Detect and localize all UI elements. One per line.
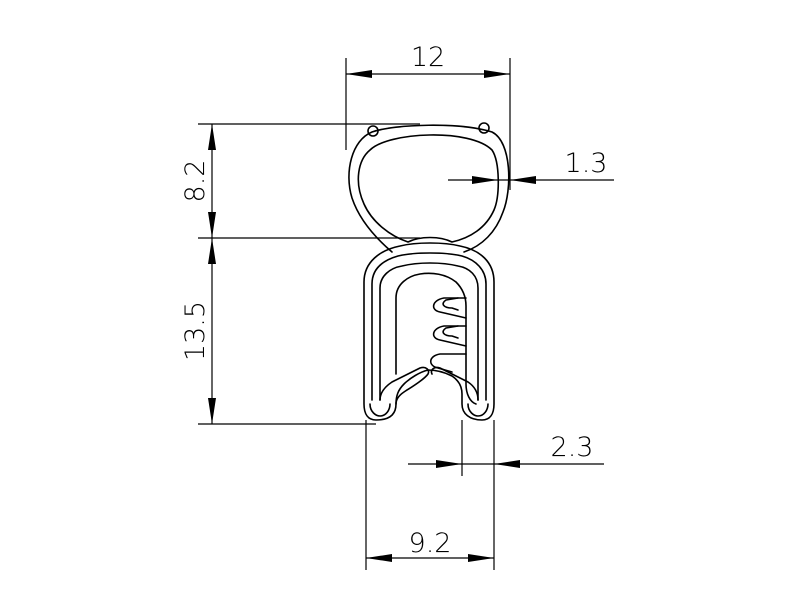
dimension-bulb-height: 8.2	[180, 123, 420, 239]
bulb-inner-outline	[357, 134, 500, 243]
gripping-fingers-inner	[442, 297, 459, 339]
dimension-label-lip-thickness: 2.3	[551, 432, 594, 463]
lip-left	[379, 366, 430, 405]
dimension-label-bulb-height: 8.2	[180, 160, 211, 203]
dimension-label-clip-height: 13.5	[180, 301, 211, 361]
clip-wall-line-2	[379, 262, 479, 401]
bulb-outer-outline	[348, 124, 510, 253]
dimension-wall-thickness: 1.3	[448, 148, 614, 184]
bulb-nub-right	[478, 122, 490, 134]
dimension-label-base-width: 9.2	[409, 528, 452, 559]
seal-profile	[348, 122, 510, 421]
lip-right	[430, 366, 479, 401]
dimension-label-top-width: 12	[411, 42, 445, 73]
dimension-top-width: 12	[345, 42, 511, 190]
clip-outer-outline	[363, 242, 495, 421]
dimension-base-width: 9.2	[365, 420, 495, 570]
clip-wall-line-1	[371, 252, 487, 401]
dimension-clip-height: 13.5	[180, 238, 376, 425]
lip-bottom-left	[369, 403, 391, 417]
clip-inner-cavity	[395, 272, 477, 405]
lip-bottom-right	[467, 403, 489, 417]
dimension-label-wall-thickness: 1.3	[565, 148, 608, 179]
bulb-nub-left	[367, 125, 379, 137]
dimension-lip-thickness: 2.3	[408, 420, 604, 476]
